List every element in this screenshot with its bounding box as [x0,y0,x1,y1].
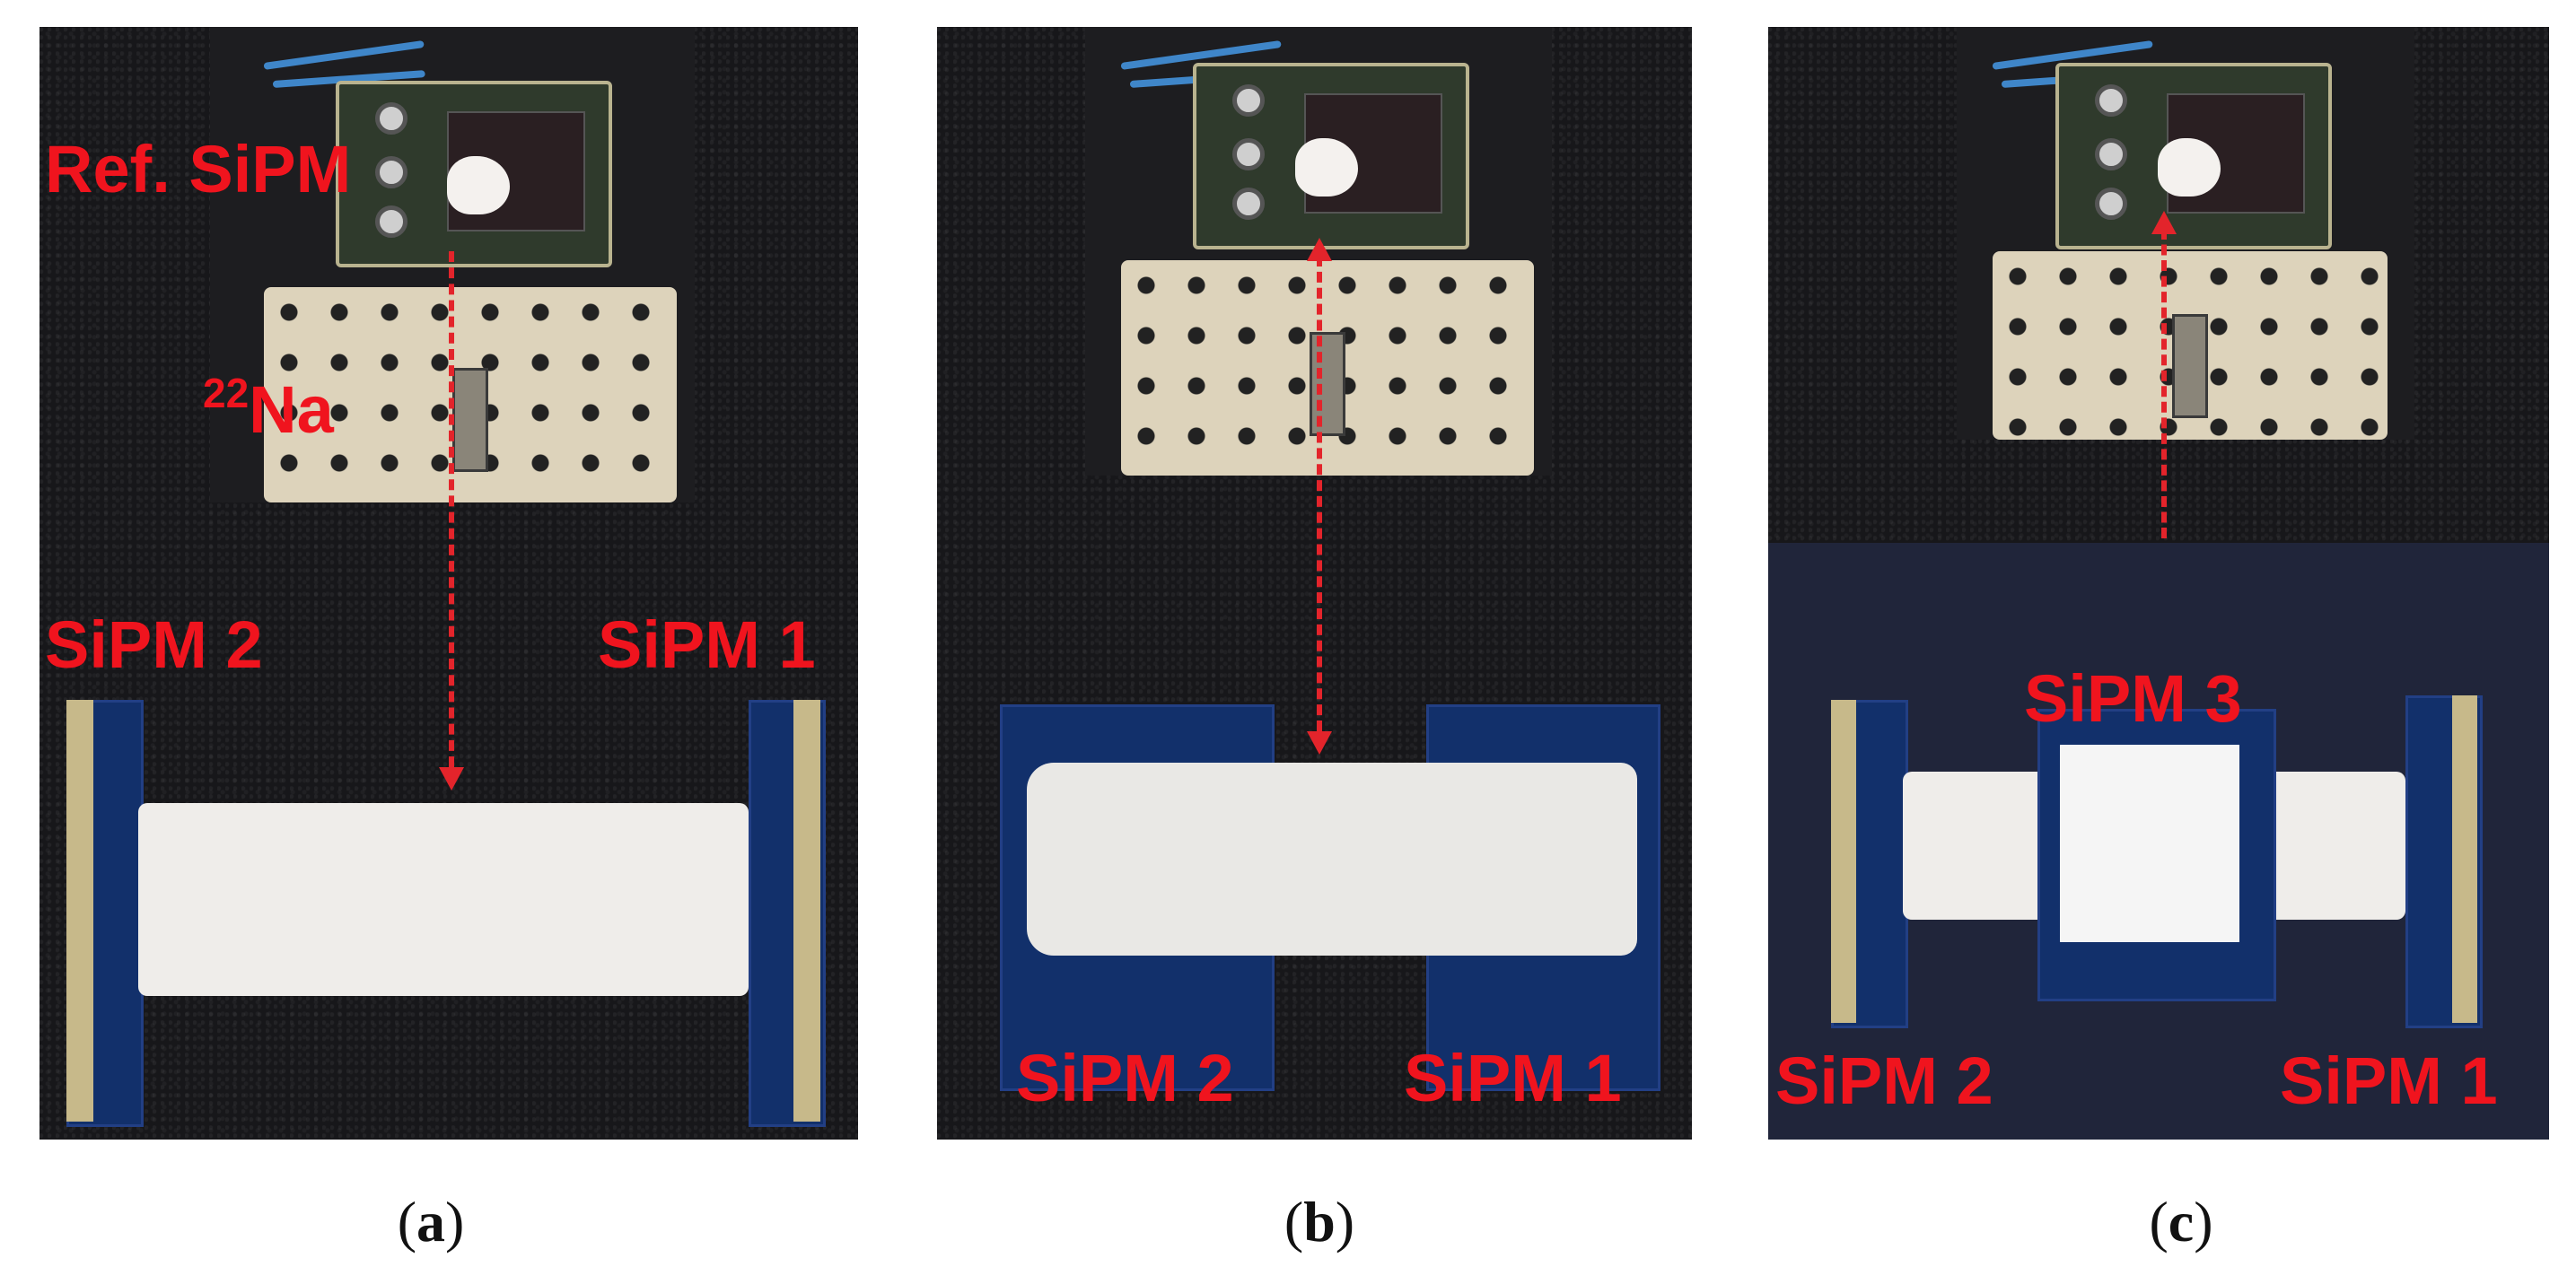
sodium-22-source [1310,332,1345,436]
reference-setup-inset [210,27,695,502]
reference-sipm-pcb [2055,63,2332,249]
caption-a: (a) [341,1189,521,1255]
caption-letter: b [1303,1190,1336,1253]
caption-paren: ( [397,1190,416,1253]
sodium-22-source [2172,314,2208,418]
gamma-path-arrow [2161,229,2167,538]
caption-paren: ) [1335,1190,1355,1253]
caption-paren: ( [1284,1190,1304,1253]
solder-pad [2095,188,2127,220]
arrowhead [439,767,464,790]
sodium-22-label: 22Na [203,372,334,443]
solder-pad [375,102,407,135]
sipm-1-label: SiPM 1 [1404,1041,1622,1115]
gamma-path-arrow [1317,256,1322,731]
isotope-mass-number: 22 [203,370,250,416]
caption-letter: c [2168,1190,2195,1253]
sipm-3-crystal-face [2060,745,2239,942]
sipm-2-label: SiPM 2 [1775,1044,1993,1118]
reference-sipm-pcb [336,81,612,267]
scintillator-crystal [1027,763,1637,956]
reference-setup-inset [1957,27,2414,440]
caption-c: (c) [2091,1189,2271,1255]
caption-b: (b) [1230,1189,1409,1255]
solder-pad [375,156,407,188]
scintillator-crystal [138,803,749,996]
sipm-1-label: SiPM 1 [2280,1044,2498,1118]
sipm-1-edge [2452,695,2477,1023]
arrowhead [1307,731,1332,755]
sipm-1-edge [793,700,820,1122]
blue-wire [263,39,425,70]
caption-paren: ( [2149,1190,2169,1253]
sipm-1-label: SiPM 1 [598,607,816,682]
caption-paren: ) [445,1190,465,1253]
arrowhead [2151,211,2177,234]
caption-paren: ) [2194,1190,2213,1253]
solder-pad [2095,84,2127,117]
sipm-3-label: SiPM 3 [2024,661,2242,736]
reference-crystal [1295,138,1358,197]
reference-crystal [447,156,510,214]
reference-crystal [2158,138,2221,197]
photo-panel-c: SiPM 3 SiPM 2 SiPM 1 [1768,27,2549,1140]
solder-pad [1232,138,1265,170]
gamma-path-arrow [449,251,454,767]
caption-letter: a [416,1190,445,1253]
reference-sipm-pcb [1193,63,1469,249]
solder-pad [375,205,407,238]
sodium-22-source [452,368,488,472]
photo-panel-b: SiPM 2 SiPM 1 [937,27,1692,1140]
arrowhead [1307,238,1332,261]
solder-pad [2095,138,2127,170]
sipm-2-edge [66,700,93,1122]
solder-pad [1232,188,1265,220]
isotope-symbol: Na [249,372,334,447]
sipm-2-edge [1831,700,1856,1023]
solder-pad [1232,84,1265,117]
sipm-2-label: SiPM 2 [45,607,263,682]
ref-sipm-label: Ref. SiPM [45,132,352,206]
photo-panel-a: Ref. SiPM 22Na SiPM 2 SiPM 1 [39,27,858,1140]
sipm-2-label: SiPM 2 [1016,1041,1234,1115]
